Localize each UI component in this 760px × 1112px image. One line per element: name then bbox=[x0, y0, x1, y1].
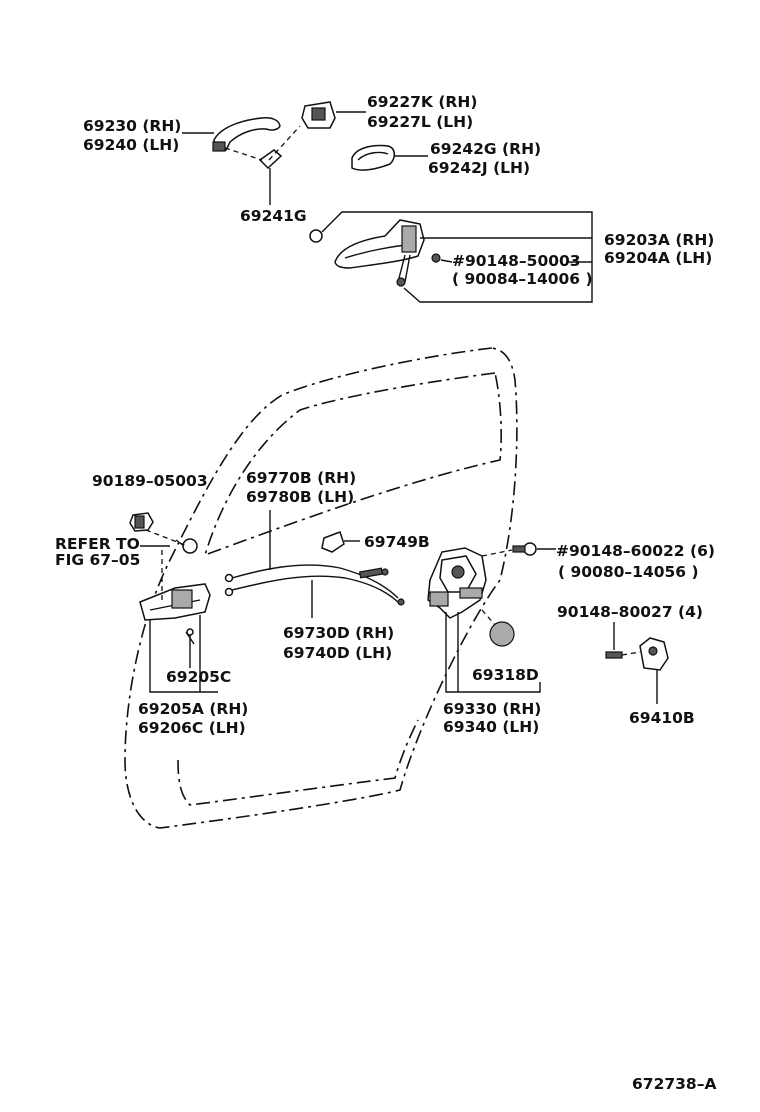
label-69227K: 69227K (RH) bbox=[367, 93, 477, 111]
upper-leader-lines bbox=[182, 111, 593, 303]
label-90148-80027: 90148–80027 (4) bbox=[557, 603, 703, 621]
label-69205C: 69205C bbox=[166, 668, 231, 686]
figure-number: 672738–A bbox=[632, 1075, 716, 1093]
label-69240: 69240 (LH) bbox=[83, 136, 179, 154]
label-fig-67-05: FIG 67–05 bbox=[55, 551, 140, 569]
label-69205A: 69205A (RH) bbox=[138, 700, 248, 718]
clip-part bbox=[175, 538, 198, 554]
label-69242J: 69242J (LH) bbox=[428, 159, 530, 177]
label-69740D: 69740D (LH) bbox=[283, 644, 392, 662]
left-leader-lines bbox=[140, 529, 218, 693]
cable-assembly-part bbox=[224, 510, 405, 618]
label-90080-14056: ( 90080–14056 ) bbox=[558, 563, 699, 581]
striker-part bbox=[605, 622, 669, 704]
label-69330: 69330 (RH) bbox=[443, 700, 541, 718]
label-69749B: 69749B bbox=[364, 533, 430, 551]
handle-frame-part bbox=[309, 219, 441, 287]
label-90084-14006: ( 90084–14006 ) bbox=[452, 270, 593, 288]
door-lock-part bbox=[427, 547, 541, 693]
lock-cover-69318D-part bbox=[489, 621, 515, 647]
bolt-90148-60022-part bbox=[512, 542, 556, 556]
label-69227L: 69227L (LH) bbox=[367, 113, 473, 131]
label-69318D: 69318D bbox=[472, 666, 539, 684]
part-labels: 69230 (RH) 69240 (LH) 69227K (RH) 69227L… bbox=[55, 93, 716, 1093]
label-90189-05003: 90189–05003 bbox=[92, 472, 208, 490]
grommet-90189-part bbox=[129, 512, 154, 532]
label-69206C: 69206C (LH) bbox=[138, 719, 246, 737]
label-69203A: 69203A (RH) bbox=[604, 231, 714, 249]
label-69770B: 69770B (RH) bbox=[246, 469, 356, 487]
cable-clamp-69749B-part bbox=[321, 531, 360, 553]
label-69242G: 69242G (RH) bbox=[430, 140, 541, 158]
label-69780B: 69780B (LH) bbox=[246, 488, 354, 506]
label-69241G: 69241G bbox=[240, 207, 307, 225]
label-90148-60022: #90148–60022 (6) bbox=[556, 542, 715, 560]
label-refer-to: REFER TO bbox=[55, 535, 140, 553]
door-outline bbox=[124, 347, 518, 829]
label-69230: 69230 (RH) bbox=[83, 117, 181, 135]
handle-pad-part bbox=[351, 144, 395, 171]
handle-cover-part bbox=[301, 101, 336, 129]
label-69340: 69340 (LH) bbox=[443, 718, 539, 736]
outside-handle-part bbox=[212, 117, 281, 152]
label-69410B: 69410B bbox=[629, 709, 695, 727]
label-69204A: 69204A (LH) bbox=[604, 249, 712, 267]
label-69730D: 69730D (RH) bbox=[283, 624, 394, 642]
label-90148-50003: #90148–50003 bbox=[452, 252, 581, 270]
